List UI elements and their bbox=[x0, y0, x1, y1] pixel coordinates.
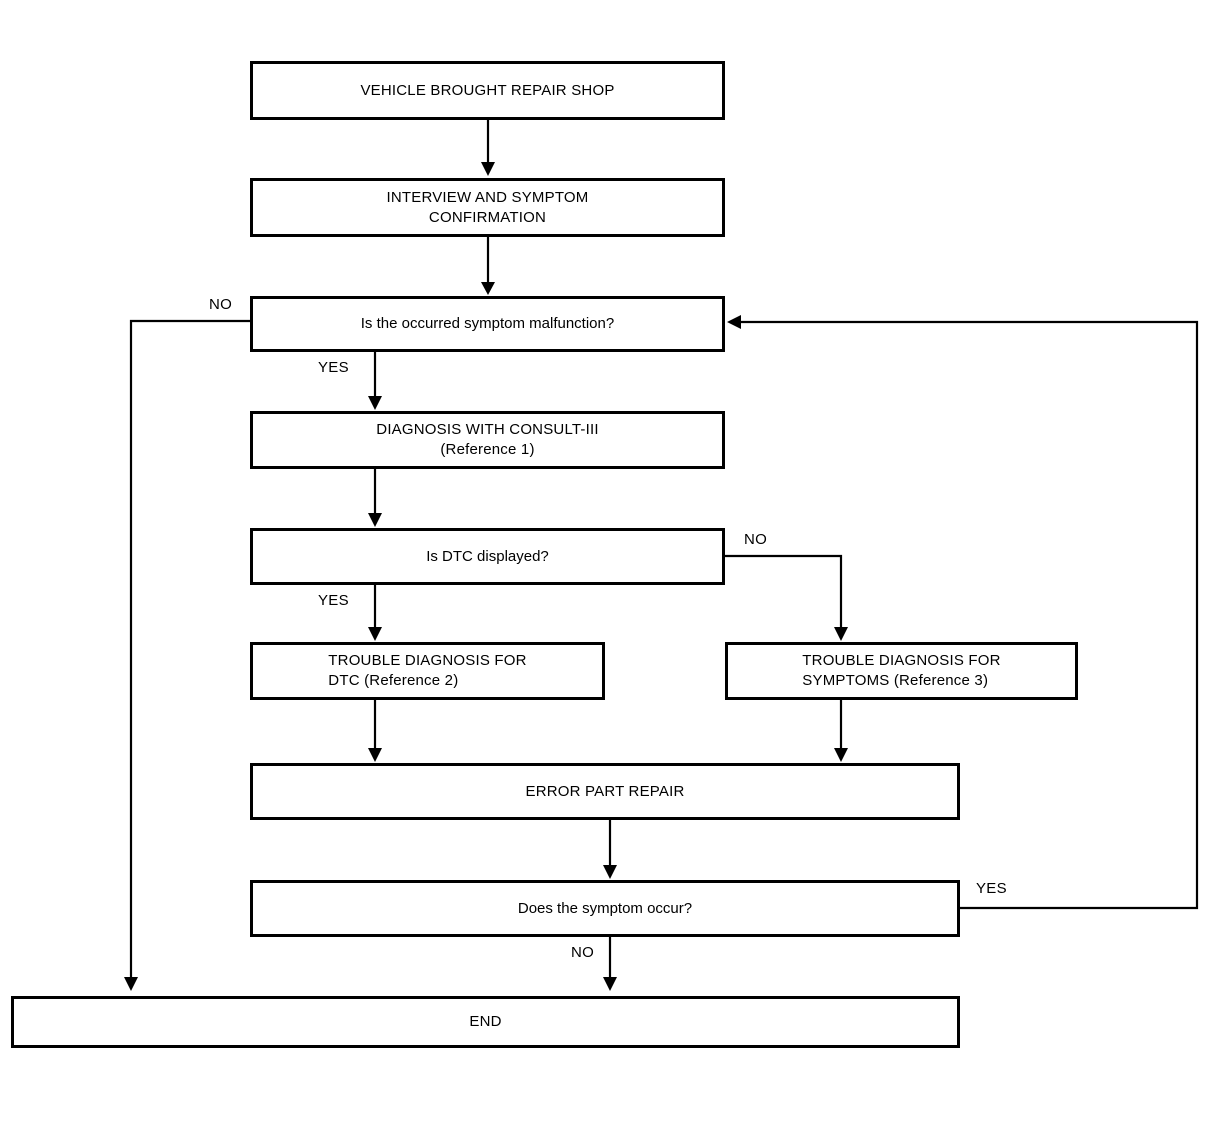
node-label: TROUBLE DIAGNOSIS FOR SYMPTOMS (Referenc… bbox=[802, 652, 1001, 689]
node-label: Is the occurred symptom malfunction? bbox=[360, 315, 615, 333]
arrowhead-down bbox=[368, 748, 382, 762]
arrowhead-down bbox=[124, 977, 138, 991]
node-error-part-repair[interactable]: ERROR PART REPAIR bbox=[250, 763, 960, 820]
edge-label-malfunction-yes: YES bbox=[318, 359, 349, 376]
node-end[interactable]: END bbox=[11, 996, 960, 1048]
arrowhead-down bbox=[481, 162, 495, 176]
edge-label-dtc-no: NO bbox=[744, 531, 768, 548]
edge-doesoccur-yes-loop bbox=[741, 320, 1199, 910]
node-trouble-diagnosis-for-symptoms[interactable]: TROUBLE DIAGNOSIS FOR SYMPTOMS (Referenc… bbox=[725, 642, 1078, 700]
arrowhead-down bbox=[834, 748, 848, 762]
node-label: Is DTC displayed? bbox=[426, 547, 549, 565]
arrowhead-down bbox=[603, 977, 617, 991]
arrowhead-down bbox=[481, 282, 495, 295]
arrowhead-down bbox=[834, 627, 848, 641]
arrowhead-left bbox=[727, 315, 741, 329]
edge-label-occur-no: NO bbox=[571, 944, 595, 961]
node-is-symptom-malfunction[interactable]: Is the occurred symptom malfunction? bbox=[250, 296, 725, 352]
node-label: DIAGNOSIS WITH CONSULT-III (Reference 1) bbox=[376, 421, 599, 458]
node-diagnosis-with-consult[interactable]: DIAGNOSIS WITH CONSULT-III (Reference 1) bbox=[250, 411, 725, 469]
node-interview-and-symptom-confirmation[interactable]: INTERVIEW AND SYMPTOM CONFIRMATION bbox=[250, 178, 725, 237]
node-trouble-diagnosis-for-dtc[interactable]: TROUBLE DIAGNOSIS FOR DTC (Reference 2) bbox=[250, 642, 605, 700]
node-label: Does the symptom occur? bbox=[517, 899, 693, 917]
node-label: ERROR PART REPAIR bbox=[525, 782, 685, 800]
arrowhead-down bbox=[368, 513, 382, 527]
edge-ismalf-no-to-end bbox=[129, 319, 250, 977]
node-label: INTERVIEW AND SYMPTOM CONFIRMATION bbox=[386, 188, 589, 226]
arrowhead-down bbox=[603, 865, 617, 879]
node-does-symptom-occur[interactable]: Does the symptom occur? bbox=[250, 880, 960, 937]
edge-label-malfunction-no: NO bbox=[209, 296, 233, 313]
node-is-dtc-displayed[interactable]: Is DTC displayed? bbox=[250, 528, 725, 585]
node-label: END bbox=[469, 1013, 502, 1031]
edge-isdtc-no-diagsym bbox=[725, 554, 843, 627]
node-label: VEHICLE BROUGHT REPAIR SHOP bbox=[360, 81, 615, 99]
arrowhead-down bbox=[368, 396, 382, 410]
arrowhead-down bbox=[368, 627, 382, 641]
edge-label-dtc-yes: YES bbox=[318, 592, 349, 609]
node-label: TROUBLE DIAGNOSIS FOR DTC (Reference 2) bbox=[328, 652, 527, 689]
edge-label-occur-yes: YES bbox=[976, 880, 1007, 897]
node-vehicle-brought-repair-shop[interactable]: VEHICLE BROUGHT REPAIR SHOP bbox=[250, 61, 725, 120]
